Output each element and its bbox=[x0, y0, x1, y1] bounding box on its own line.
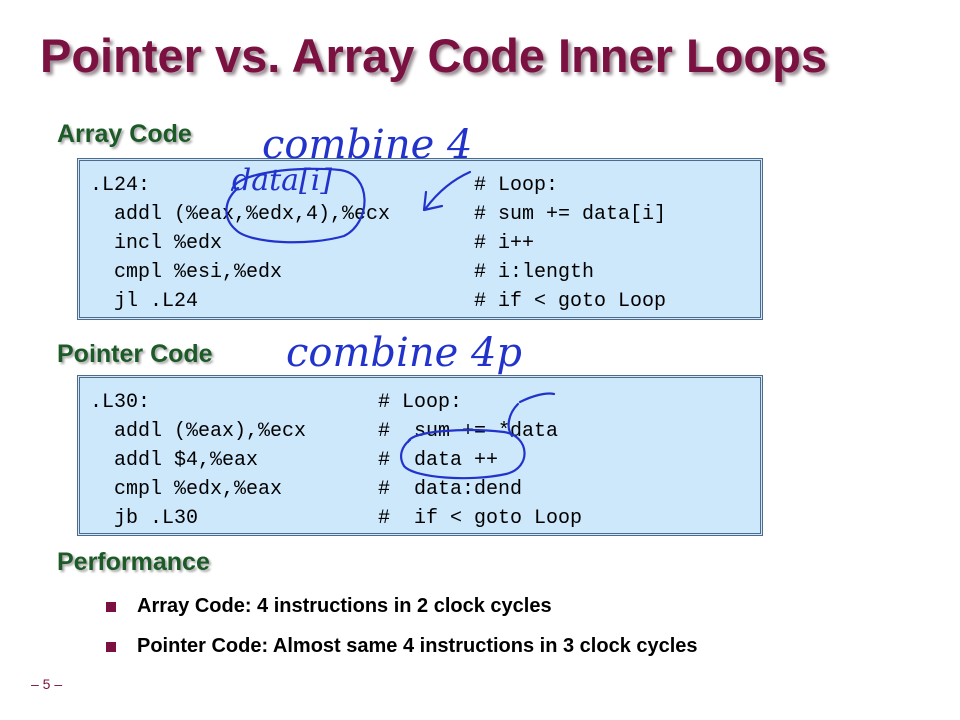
code-line: addl $4,%eax # data ++ bbox=[80, 446, 760, 475]
array-code-block: .L24: # Loop: addl (%eax,%edx,4),%ecx # … bbox=[77, 158, 763, 320]
bullet-text: Array Code: 4 instructions in 2 clock cy… bbox=[137, 595, 552, 617]
code-instruction: cmpl %edx,%eax bbox=[90, 478, 283, 501]
array-code-heading: Array Code bbox=[57, 120, 192, 148]
code-line: .L24: # Loop: bbox=[80, 171, 760, 200]
performance-bullet: Array Code: 4 instructions in 2 clock cy… bbox=[106, 595, 552, 618]
code-instruction: .L30: bbox=[90, 391, 151, 414]
code-comment: # data ++ bbox=[378, 449, 499, 472]
code-instruction: cmpl %esi,%edx bbox=[90, 261, 283, 284]
code-instruction: addl (%eax,%edx,4),%ecx bbox=[90, 203, 391, 226]
code-instruction: addl $4,%eax bbox=[90, 449, 259, 472]
code-instruction: jl .L24 bbox=[90, 290, 199, 313]
page-number: – 5 – bbox=[31, 676, 63, 692]
code-comment: # sum += data[i] bbox=[474, 203, 667, 226]
code-line: jl .L24 # if < goto Loop bbox=[80, 287, 760, 316]
bullet-text: Pointer Code: Almost same 4 instructions… bbox=[137, 635, 698, 657]
code-line: addl (%eax),%ecx # sum += *data bbox=[80, 417, 760, 446]
code-line: incl %edx # i++ bbox=[80, 229, 760, 258]
code-line: addl (%eax,%edx,4),%ecx # sum += data[i] bbox=[80, 200, 760, 229]
performance-heading: Performance bbox=[57, 548, 210, 576]
code-line: cmpl %edx,%eax # data:dend bbox=[80, 475, 760, 504]
pointer-code-heading: Pointer Code bbox=[57, 340, 213, 368]
ink-note-combine4p: combine 4p bbox=[286, 330, 522, 376]
code-instruction: addl (%eax),%ecx bbox=[90, 420, 307, 443]
slide-title: Pointer vs. Array Code Inner Loops bbox=[40, 29, 827, 82]
bullet-square-icon bbox=[106, 641, 116, 652]
code-comment: # i:length bbox=[474, 261, 595, 284]
code-comment: # if < goto Loop bbox=[378, 507, 583, 530]
performance-bullet: Pointer Code: Almost same 4 instructions… bbox=[106, 635, 698, 658]
code-comment: # Loop: bbox=[474, 174, 559, 197]
pointer-code-block: .L30: # Loop: addl (%eax),%ecx # sum += … bbox=[77, 375, 763, 536]
code-instruction: jb .L30 bbox=[90, 507, 199, 530]
code-comment: # data:dend bbox=[378, 478, 523, 501]
code-line: cmpl %esi,%edx # i:length bbox=[80, 258, 760, 287]
code-comment: # sum += *data bbox=[378, 420, 559, 443]
code-comment: # Loop: bbox=[378, 391, 463, 414]
code-instruction: .L24: bbox=[90, 174, 151, 197]
code-comment: # i++ bbox=[474, 232, 535, 255]
code-comment: # if < goto Loop bbox=[474, 290, 667, 313]
code-instruction: incl %edx bbox=[90, 232, 223, 255]
code-line: .L30: # Loop: bbox=[80, 388, 760, 417]
bullet-square-icon bbox=[106, 601, 116, 612]
code-line: jb .L30 # if < goto Loop bbox=[80, 504, 760, 533]
